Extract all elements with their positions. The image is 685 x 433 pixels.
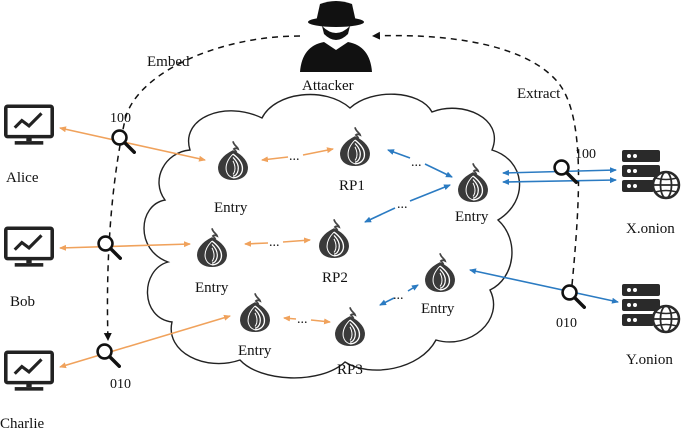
rp3-label: RP3: [337, 362, 363, 378]
client-alice-label: Alice: [6, 170, 39, 186]
magnifier-icon: [560, 283, 586, 309]
ellipsis-rp3: ...: [297, 312, 308, 327]
rp2-label: RP2: [322, 270, 348, 286]
monitor-icon: [4, 226, 54, 268]
monitor-icon: [4, 350, 54, 392]
ellipsis-y-service: ...: [393, 288, 404, 303]
entry-label-2: Entry: [455, 209, 489, 225]
entry-label-4: Entry: [421, 301, 455, 317]
entry-label-1: Entry: [214, 200, 248, 216]
ellipsis-rp1: ...: [289, 149, 300, 164]
server-globe-icon: [620, 148, 681, 200]
server-globe-icon: [620, 282, 681, 334]
spy-icon: [300, 1, 372, 72]
service-links: [364, 149, 619, 306]
code-x: 100: [575, 147, 596, 162]
extract-path: [372, 31, 580, 286]
magnifier-icon: [96, 234, 122, 260]
entry-label-5: Entry: [238, 343, 272, 359]
x-onion-label: X.onion: [626, 221, 675, 237]
ellipsis-x-service: ...: [411, 155, 422, 170]
code-alice: 100: [110, 111, 131, 126]
magnifier-icon: [95, 342, 121, 368]
rp1-label: RP1: [339, 178, 365, 194]
code-charlie: 010: [110, 377, 131, 392]
ellipsis-rp2: ...: [269, 235, 280, 250]
client-bob-label: Bob: [10, 294, 35, 310]
monitor-icon: [4, 104, 54, 146]
client-links: [59, 126, 334, 369]
y-onion-label: Y.onion: [626, 352, 673, 368]
embed-path: [103, 35, 301, 341]
magnifier-icon: [110, 128, 136, 154]
client-charlie-label: Charlie: [0, 416, 44, 432]
code-y: 010: [556, 316, 577, 331]
ellipsis-x-service-2: ...: [397, 197, 408, 212]
attacker-label: Attacker: [302, 78, 354, 94]
embed-label: Embed: [147, 54, 190, 70]
entry-label-3: Entry: [195, 280, 229, 296]
extract-label: Extract: [517, 86, 561, 102]
